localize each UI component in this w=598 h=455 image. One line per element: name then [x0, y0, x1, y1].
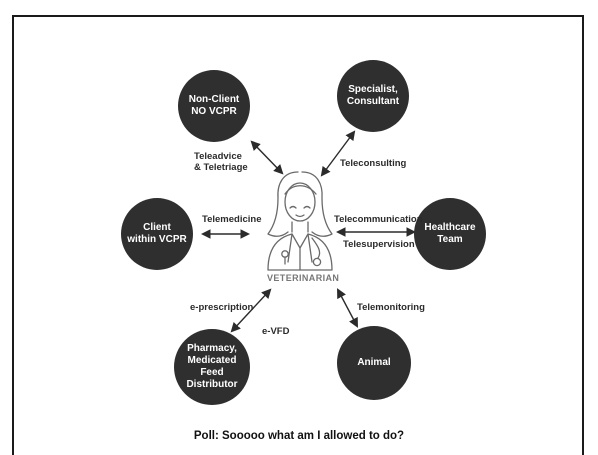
label-teleconsulting: Teleconsulting	[340, 158, 407, 169]
poll-caption: Poll: Sooooo what am I allowed to do?	[193, 430, 405, 442]
arrow-non-client	[250, 140, 284, 175]
arrow-animal	[337, 288, 358, 328]
node-animal: Animal	[337, 326, 411, 400]
label-teleadvice: Teleadvice & Teletriage	[194, 151, 248, 173]
arrow-pharmacy	[230, 288, 272, 333]
node-specialist-consultant: Specialist, Consultant	[337, 60, 409, 132]
label-e-prescription: e-prescription	[190, 302, 254, 313]
label-telemedicine: Telemedicine	[202, 214, 262, 225]
label-telesupervision: Telesupervision	[343, 239, 415, 250]
label-e-vfd: e-VFD	[262, 326, 290, 337]
node-pharmacy: Pharmacy, Medicated Feed Distributor	[174, 329, 250, 405]
veterinarian-icon	[267, 171, 333, 271]
node-non-client: Non-Client NO VCPR	[178, 70, 250, 142]
slide-frame	[12, 15, 584, 455]
label-telemonitoring: Telemonitoring	[357, 302, 425, 313]
center-label: VETERINARIAN	[267, 273, 340, 283]
node-healthcare-team: Healthcare Team	[414, 198, 486, 270]
label-telecommunication: Telecommunication	[334, 214, 423, 225]
arrow-specialist	[320, 130, 356, 177]
node-client-within-vcpr: Client within VCPR	[121, 198, 193, 270]
